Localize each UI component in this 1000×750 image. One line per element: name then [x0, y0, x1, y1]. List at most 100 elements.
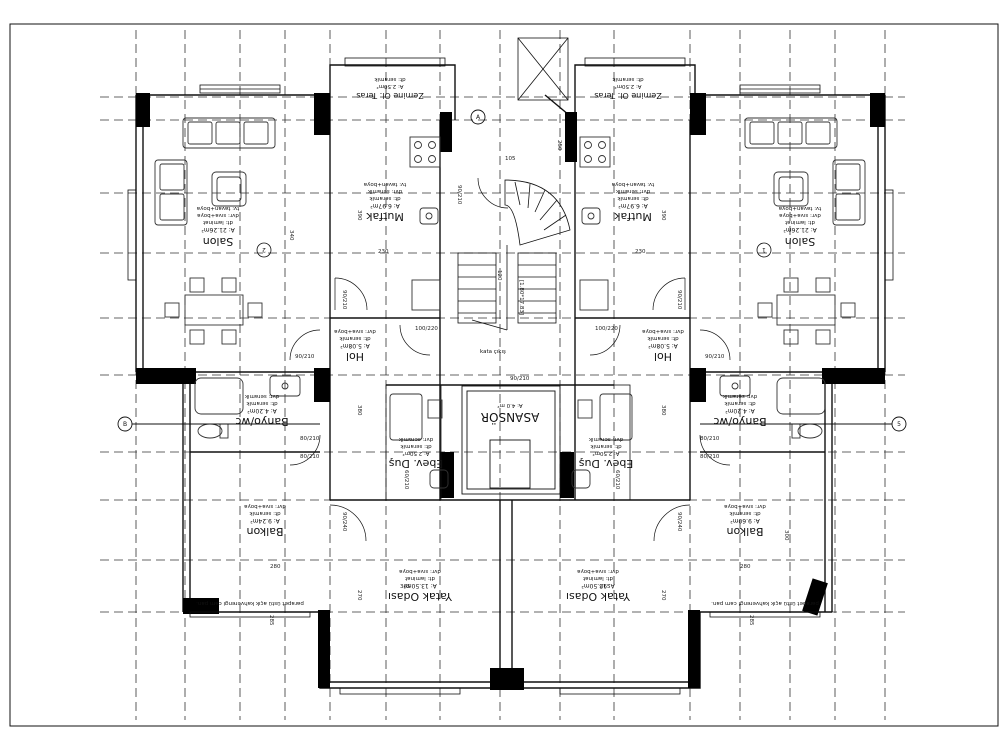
room-number-salon-1: 1 — [762, 246, 766, 253]
dim-label: 230 — [378, 249, 389, 255]
room-note: dvr: seramik — [367, 188, 402, 194]
door-label: 90/210 — [341, 290, 347, 310]
shafts — [385, 37, 631, 501]
room-note: dt: laminat — [582, 575, 613, 581]
room-name-ebev-right: Ebev. Duş — [578, 457, 633, 470]
room-area-balkon-left: A: 9.24m² — [250, 517, 280, 524]
room-labels: Salon A: 21.26m² dt: laminat dvr: sıva+b… — [197, 76, 821, 603]
room-name-asansor: ASANSÖR — [481, 410, 540, 426]
room-note: dt: laminat — [404, 575, 435, 581]
misc-notes: parapet üstü açık kahverengi cam pan. pa… — [196, 280, 819, 606]
door-label: 90/240 — [676, 512, 682, 532]
room-note: tv: tavan+boya — [364, 181, 406, 187]
room-note: dvr: seramik — [588, 436, 623, 442]
kat-note: kata çıkış — [480, 349, 506, 355]
room-name-teras-right: Zemine Ol. Teras — [594, 91, 661, 100]
dim-label: 365 — [400, 584, 411, 590]
room-note: dt: laminat — [202, 219, 233, 225]
room-note: dt: seramik — [374, 76, 406, 82]
room-area-banyo-right: A: 4.20m² — [725, 407, 755, 414]
room-area-yatak-left: A: 13.50m² — [403, 582, 437, 589]
room-note: dt: laminat — [784, 219, 815, 225]
room-name-banyo-right: Banyo/wc — [713, 415, 766, 428]
furniture-left — [154, 117, 633, 489]
room-area-balkon-right: A: 9.60m² — [730, 517, 760, 524]
room-note: dt: seramik — [339, 335, 371, 341]
room-area-mutfak-left: A: 6.97m² — [370, 202, 400, 209]
dim-label: 390 — [356, 210, 362, 221]
room-number-salon-2: 2 — [262, 246, 266, 253]
sheet-border — [9, 23, 999, 727]
dim-label: 230 — [635, 249, 646, 255]
room-note: tv: tavan+boya — [612, 181, 654, 187]
room-note: tv: tavan+boya — [197, 205, 239, 211]
room-area-mutfak-right: A: 6.97m² — [618, 202, 648, 209]
door-label: 90/210 — [676, 290, 682, 310]
door-label: 80/210 — [700, 454, 720, 460]
dim-label: 390 — [660, 210, 666, 221]
room-note: tv: tavan+boya — [779, 205, 821, 211]
columns — [136, 93, 885, 690]
door-label: 100/220 — [415, 326, 438, 332]
dim-label: 250 — [556, 140, 562, 151]
door-label: 80/210 — [300, 436, 320, 442]
room-area-hol-left: A: 5.08m² — [340, 342, 370, 349]
dim-label: 285 — [748, 615, 754, 626]
dim-label: 280 — [270, 564, 281, 570]
dim-label: 300 — [783, 530, 789, 541]
door-label: 80/210 — [700, 436, 720, 442]
door-label: 80/210 — [300, 454, 320, 460]
room-note: dvr: sıva+boya — [244, 503, 286, 509]
room-note: dvr: sıva+boya — [577, 568, 619, 574]
door-label: 100/220 — [595, 326, 618, 332]
room-area-teras-right: A: 2.50m² — [614, 83, 641, 90]
elevator — [461, 385, 561, 495]
dim-label: 365 — [600, 584, 611, 590]
room-name-balkon-left: Balkon — [246, 525, 283, 538]
dim-label: 270 — [660, 590, 666, 601]
room-note: dvr: seramik — [244, 393, 279, 399]
room-area-banyo-left: A: 4.20m² — [247, 407, 277, 414]
room-name-mutfak-left: Mutfak — [365, 210, 403, 223]
room-name-ebev-left: Ebev. Duş — [388, 457, 443, 470]
room-area-ebev-right: A: 2.50m² — [592, 450, 619, 457]
stair-note: [1.80*17.83] — [518, 280, 524, 315]
dim-label: 380 — [356, 405, 362, 416]
axis-marker-top — [470, 109, 486, 125]
door-label: 90/210 — [510, 376, 530, 382]
room-name-balkon-right: Balkon — [726, 525, 763, 538]
door-label: 90/210 — [705, 354, 725, 360]
room-name-salon-2: Salon — [203, 235, 234, 248]
room-name-teras-left: Zemine Ol. Teras — [356, 91, 423, 100]
staircase — [457, 179, 571, 331]
door-label: 90/240 — [341, 512, 347, 532]
dim-label: 340 — [288, 230, 294, 241]
grid-lines — [100, 30, 905, 720]
room-area-teras-left: A: 2.50m² — [376, 83, 403, 90]
room-name-mutfak-right: Mutfak — [613, 210, 651, 223]
room-area-asansor: A: 4.0 m² — [497, 402, 522, 409]
axis-marker-top-label: A — [476, 114, 481, 121]
room-note: dvr: sıva+boya — [779, 212, 821, 218]
room-note: dvr: seramik — [722, 393, 757, 399]
room-note: dvr: sıva+boya — [399, 568, 441, 574]
room-note: dt: seramik — [369, 195, 401, 201]
room-note: dt: seramik — [647, 335, 679, 341]
room-area-hol-right: A: 5.08m² — [648, 342, 678, 349]
dim-label: 120 — [496, 270, 502, 281]
door-label: 60/210 — [614, 470, 620, 490]
room-name-hol-left: Hol — [346, 350, 364, 363]
dimension-labels: 390 390 380 380 230 230 365 365 270 270 … — [268, 140, 789, 626]
room-note: dvr: sıva+boya — [724, 503, 766, 509]
room-area-ebev-left: A: 2.50m² — [402, 450, 429, 457]
furniture-right — [579, 117, 866, 439]
room-note: dt: seramik — [617, 195, 649, 201]
door-label: 60/210 — [403, 470, 409, 490]
axis-markers — [117, 109, 907, 432]
axis-marker-left-label: B — [123, 421, 127, 428]
room-note: dt: seramik — [590, 443, 622, 449]
door-label: 90/210 — [295, 354, 315, 360]
room-note: dvr: sıva+boya — [197, 212, 239, 218]
windows — [127, 57, 894, 695]
